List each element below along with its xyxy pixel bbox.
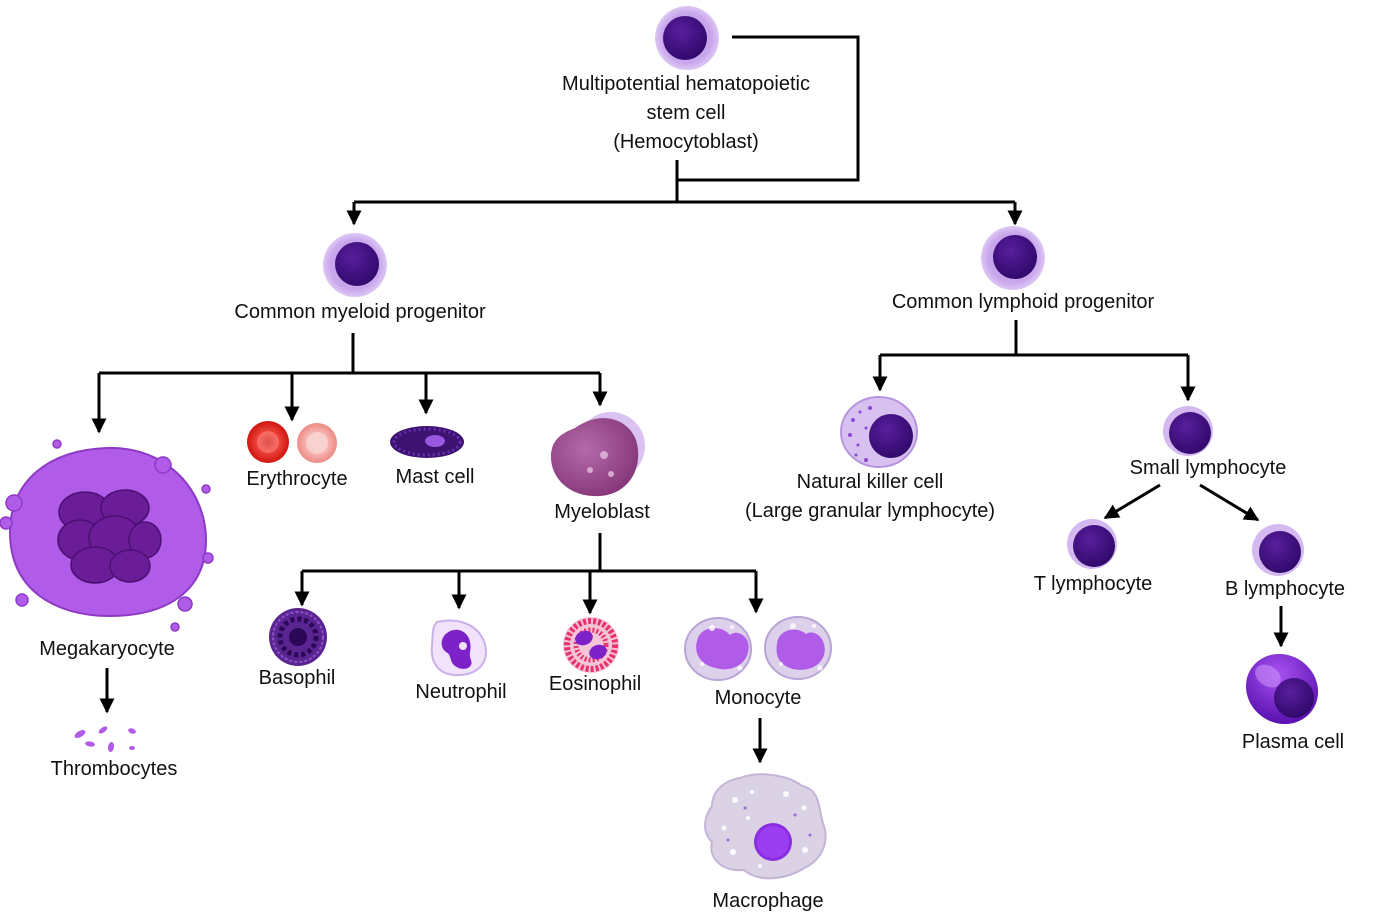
b-lymphocyte-icon [1252, 524, 1304, 576]
eosinophil-icon [563, 617, 619, 673]
nk-cell-label: Natural killer cell (Large granular lymp… [745, 468, 995, 526]
myeloblast-icon [550, 412, 645, 497]
small-lymphocyte-icon [1163, 406, 1213, 456]
b-lymphocyte-label: B lymphocyte [1224, 578, 1346, 600]
small-lymphocyte-label: Small lymphocyte [1129, 457, 1287, 479]
mast-cell-label: Mast cell [395, 466, 475, 488]
megakaryocyte-label: Megakaryocyte [39, 638, 175, 660]
macrophage-label: Macrophage [712, 890, 824, 912]
myeloid-progenitor-icon [323, 233, 387, 297]
myeloid-progenitor-label: Common myeloid progenitor [234, 301, 486, 323]
natural-killer-cell-icon [840, 396, 918, 468]
basophil-icon [269, 608, 327, 666]
erythrocyte-icon [247, 421, 337, 463]
t-lymphocyte-icon [1067, 519, 1117, 569]
monocyte-label: Monocyte [714, 687, 802, 709]
mast-cell-icon [390, 426, 464, 458]
macrophage-icon [704, 773, 827, 880]
stem-cell-icon [655, 6, 719, 70]
t-lymphocyte-label: T lymphocyte [1033, 573, 1153, 595]
megakaryocyte-icon [0, 439, 214, 632]
arrow-to-t-lymphocyte [1103, 483, 1161, 520]
lymphoid-progenitor-icon [981, 226, 1045, 290]
thrombocytes-label: Thrombocytes [50, 758, 178, 780]
monocyte-icon [684, 616, 832, 681]
thrombocytes-icon [74, 726, 136, 752]
connectors [91, 35, 1289, 764]
plasma-cell-label: Plasma cell [1241, 731, 1345, 753]
basophil-label: Basophil [258, 667, 336, 689]
stem-cell-label-line-1: Multipotential hematopoietic [562, 73, 810, 95]
neutrophil-icon [430, 619, 487, 677]
myeloblast-label: Myeloblast [554, 501, 650, 523]
arrow-to-b-lymphocyte [1199, 483, 1260, 522]
connector-stem-loop [677, 35, 860, 182]
stem-cell-label: Multipotential hematopoietic stem cell (… [562, 70, 810, 157]
nk-cell-label-line-2: (Large granular lymphocyte) [744, 500, 996, 522]
stem-cell-label-line-2: stem cell [646, 102, 726, 124]
erythrocyte-label: Erythrocyte [246, 468, 348, 490]
neutrophil-label: Neutrophil [415, 681, 507, 703]
lymphoid-progenitor-label: Common lymphoid progenitor [891, 291, 1155, 313]
stem-cell-label-line-3: (Hemocytoblast) [613, 131, 759, 153]
plasma-cell-icon [1245, 653, 1319, 725]
eosinophil-label: Eosinophil [548, 673, 642, 695]
nk-cell-label-line-1: Natural killer cell [796, 471, 944, 493]
